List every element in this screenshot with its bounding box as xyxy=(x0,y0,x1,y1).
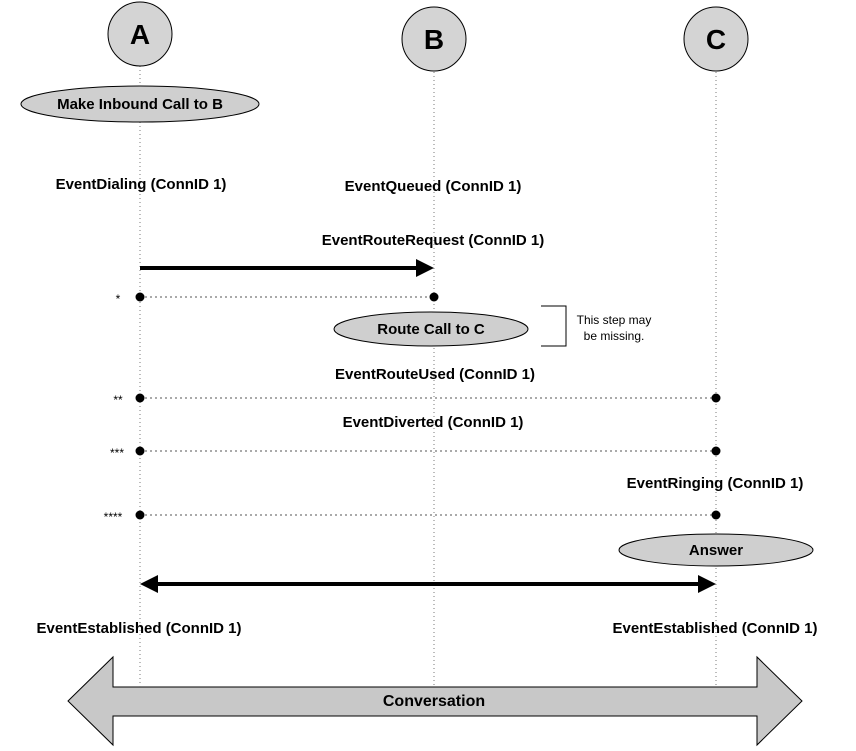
actor-a: A xyxy=(107,1,173,67)
actor-b-label: B xyxy=(424,24,444,55)
marker-3: *** xyxy=(110,446,124,460)
step-answer-label: Answer xyxy=(689,542,743,559)
conversation-label: Conversation xyxy=(383,693,485,710)
conversation-arrow: Conversation xyxy=(67,655,803,747)
note-line-1: This step may xyxy=(577,313,652,327)
event-dialing: EventDialing (ConnID 1) xyxy=(56,176,227,193)
step-answer: Answer xyxy=(618,533,814,567)
marker-4: **** xyxy=(104,510,123,524)
dot-a-2 xyxy=(135,393,145,403)
event-ringing: EventRinging (ConnID 1) xyxy=(627,475,804,492)
dot-c-3 xyxy=(711,446,721,456)
step-route-call: Route Call to C xyxy=(333,311,529,347)
dot-c-4 xyxy=(711,510,721,520)
note-line-2: be missing. xyxy=(584,329,645,343)
marker-1: * xyxy=(116,292,121,306)
dot-a-4 xyxy=(135,510,145,520)
actor-c: C xyxy=(683,6,749,72)
actor-b: B xyxy=(401,6,467,72)
note-bracket xyxy=(541,305,567,347)
route-request-arrowhead xyxy=(416,259,434,277)
marker-2: ** xyxy=(113,393,123,407)
dot-a-3 xyxy=(135,446,145,456)
event-established-a: EventEstablished (ConnID 1) xyxy=(36,620,241,637)
actor-c-label: C xyxy=(706,24,726,55)
step-make-call: Make Inbound Call to B xyxy=(20,85,260,123)
step-route-call-label: Route Call to C xyxy=(377,321,485,338)
established-arrowhead-right xyxy=(698,575,716,593)
dot-b-1 xyxy=(429,292,439,302)
event-route-request: EventRouteRequest (ConnID 1) xyxy=(322,232,545,249)
step-make-call-label: Make Inbound Call to B xyxy=(57,96,223,113)
event-route-used: EventRouteUsed (ConnID 1) xyxy=(335,366,535,383)
actor-a-label: A xyxy=(130,19,150,50)
event-diverted: EventDiverted (ConnID 1) xyxy=(343,414,524,431)
established-arrowhead-left xyxy=(140,575,158,593)
dot-a-1 xyxy=(135,292,145,302)
event-queued: EventQueued (ConnID 1) xyxy=(345,178,522,195)
event-established-c: EventEstablished (ConnID 1) xyxy=(612,620,817,637)
dot-c-2 xyxy=(711,393,721,403)
